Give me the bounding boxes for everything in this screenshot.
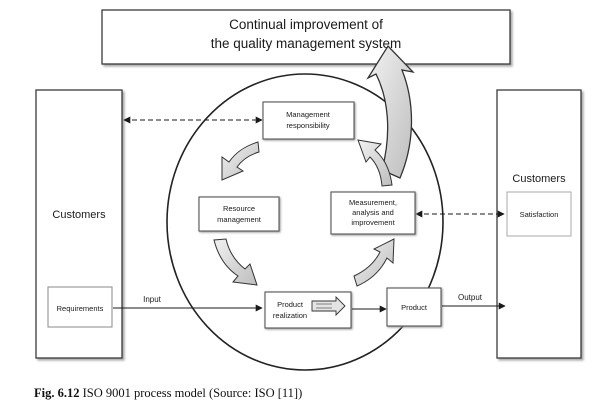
resource-line2: management xyxy=(217,215,262,224)
input-label: Input xyxy=(143,295,162,304)
cycle-arrow-resource-to-realization xyxy=(213,238,258,286)
product-output: Product xyxy=(386,287,442,327)
realization-chevron-icon xyxy=(311,295,346,317)
product-realization-process: Product realization xyxy=(264,291,352,329)
requirements-box xyxy=(47,286,113,328)
management-responsibility-process: Management responsibility xyxy=(262,101,355,140)
caption-text: ISO 9001 process model (Source: ISO [11]… xyxy=(82,386,303,400)
banner-line1: Continual improvement of xyxy=(229,17,383,32)
realization-line2: realization xyxy=(273,311,307,320)
right-customers-title: Customers xyxy=(512,173,566,185)
management-line1: Management xyxy=(286,110,331,119)
cycle-arrow-management-to-resource xyxy=(221,141,260,181)
resource-management-process: Resource management xyxy=(198,196,280,232)
management-line2: responsibility xyxy=(286,121,330,130)
caption-label: Fig. 6.12 xyxy=(34,386,80,400)
cycle-arrow-realization-to-measurement xyxy=(353,238,395,287)
figure-caption: Fig. 6.12 ISO 9001 process model (Source… xyxy=(34,386,302,401)
realization-line1: Product xyxy=(277,300,304,309)
banner-line2: the quality management system xyxy=(211,36,402,51)
product-box xyxy=(386,287,442,327)
cycle-arrow-measurement-to-management xyxy=(357,139,393,187)
measurement-line3: improvement xyxy=(351,218,395,227)
left-customers-panel: Customers Requirements xyxy=(35,89,123,359)
measurement-box xyxy=(330,191,416,235)
resource-box xyxy=(198,196,280,232)
satisfaction-box xyxy=(506,191,572,237)
resource-line1: Resource xyxy=(223,204,255,213)
left-customers-title: Customers xyxy=(52,209,106,221)
output-label: Output xyxy=(458,293,483,302)
satisfaction-label: Satisfaction xyxy=(520,210,559,219)
banner-box xyxy=(101,9,511,65)
continual-improvement-banner: Continual improvement of the quality man… xyxy=(101,9,511,65)
product-label: Product xyxy=(401,303,428,312)
improvement-up-arrow xyxy=(366,44,415,179)
measurement-line2: analysis and xyxy=(352,208,394,217)
management-box xyxy=(262,101,355,140)
right-customers-panel: Customers Satisfaction xyxy=(496,89,582,359)
measurement-process: Measurement, analysis and improvement xyxy=(330,191,416,235)
measurement-line1: Measurement, xyxy=(349,198,397,207)
requirements-label: Requirements xyxy=(57,304,104,313)
